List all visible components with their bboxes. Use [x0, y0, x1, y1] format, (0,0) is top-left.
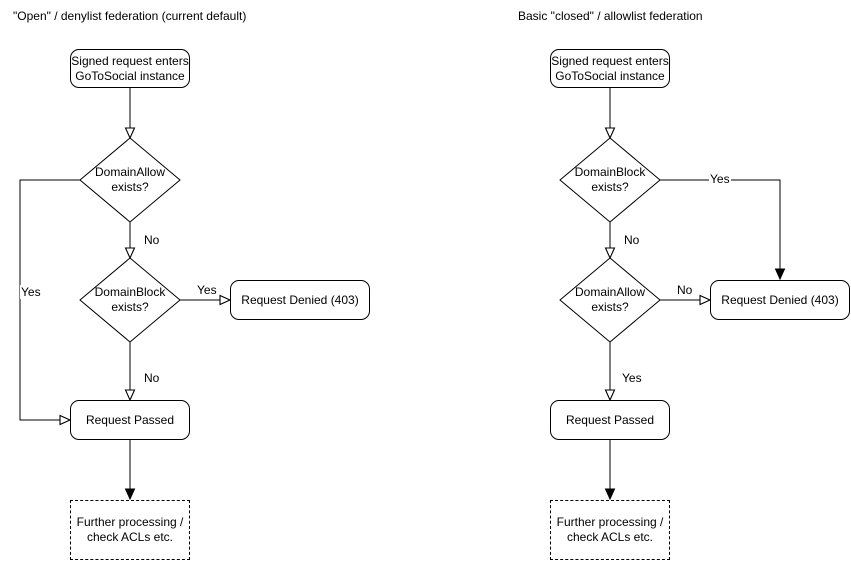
- right-denied-node: Request Denied (403): [710, 280, 850, 320]
- left-decision1-no-label: No: [143, 233, 161, 247]
- left-decision1-label: DomainAllow exists?: [94, 165, 166, 194]
- left-decision1-yes-label: Yes: [20, 285, 42, 299]
- right-decision1-yes-label: Yes: [709, 172, 731, 186]
- left-decision2-no-label: No: [143, 371, 161, 385]
- right-decision2-no-label: No: [676, 283, 694, 297]
- right-decision1-no-label: No: [623, 233, 641, 247]
- edge-right-decision1-yes-to-denied: [660, 179, 786, 281]
- decision-diamond-right-1: [559, 137, 661, 223]
- decision-diamond-left-1: [79, 137, 181, 223]
- decision-diamond-left-2: [79, 257, 181, 343]
- right-decision1-label: DomainBlock exists?: [574, 165, 646, 194]
- left-decision2-yes-label: Yes: [196, 283, 218, 297]
- left-passed-node: Request Passed: [70, 400, 190, 440]
- left-start-node: Signed request enters GoToSocial instanc…: [70, 49, 190, 88]
- right-decision2-yes-label: Yes: [621, 371, 643, 385]
- left-further-node: Further processing / check ACLs etc.: [70, 500, 190, 560]
- decision-diamond-right-2: [559, 257, 661, 343]
- left-decision2-label: DomainBlock exists?: [94, 285, 166, 314]
- right-chart-title: Basic "closed" / allowlist federation: [518, 9, 703, 23]
- edge-left-decision1-yes-loop: [19, 179, 80, 426]
- right-decision2-label: DomainAllow exists?: [574, 285, 646, 314]
- right-start-node: Signed request enters GoToSocial instanc…: [550, 49, 670, 88]
- left-chart-title: "Open" / denylist federation (current de…: [13, 9, 247, 23]
- left-denied-node: Request Denied (403): [230, 280, 370, 320]
- right-passed-node: Request Passed: [550, 400, 670, 440]
- right-further-node: Further processing / check ACLs etc.: [550, 500, 670, 560]
